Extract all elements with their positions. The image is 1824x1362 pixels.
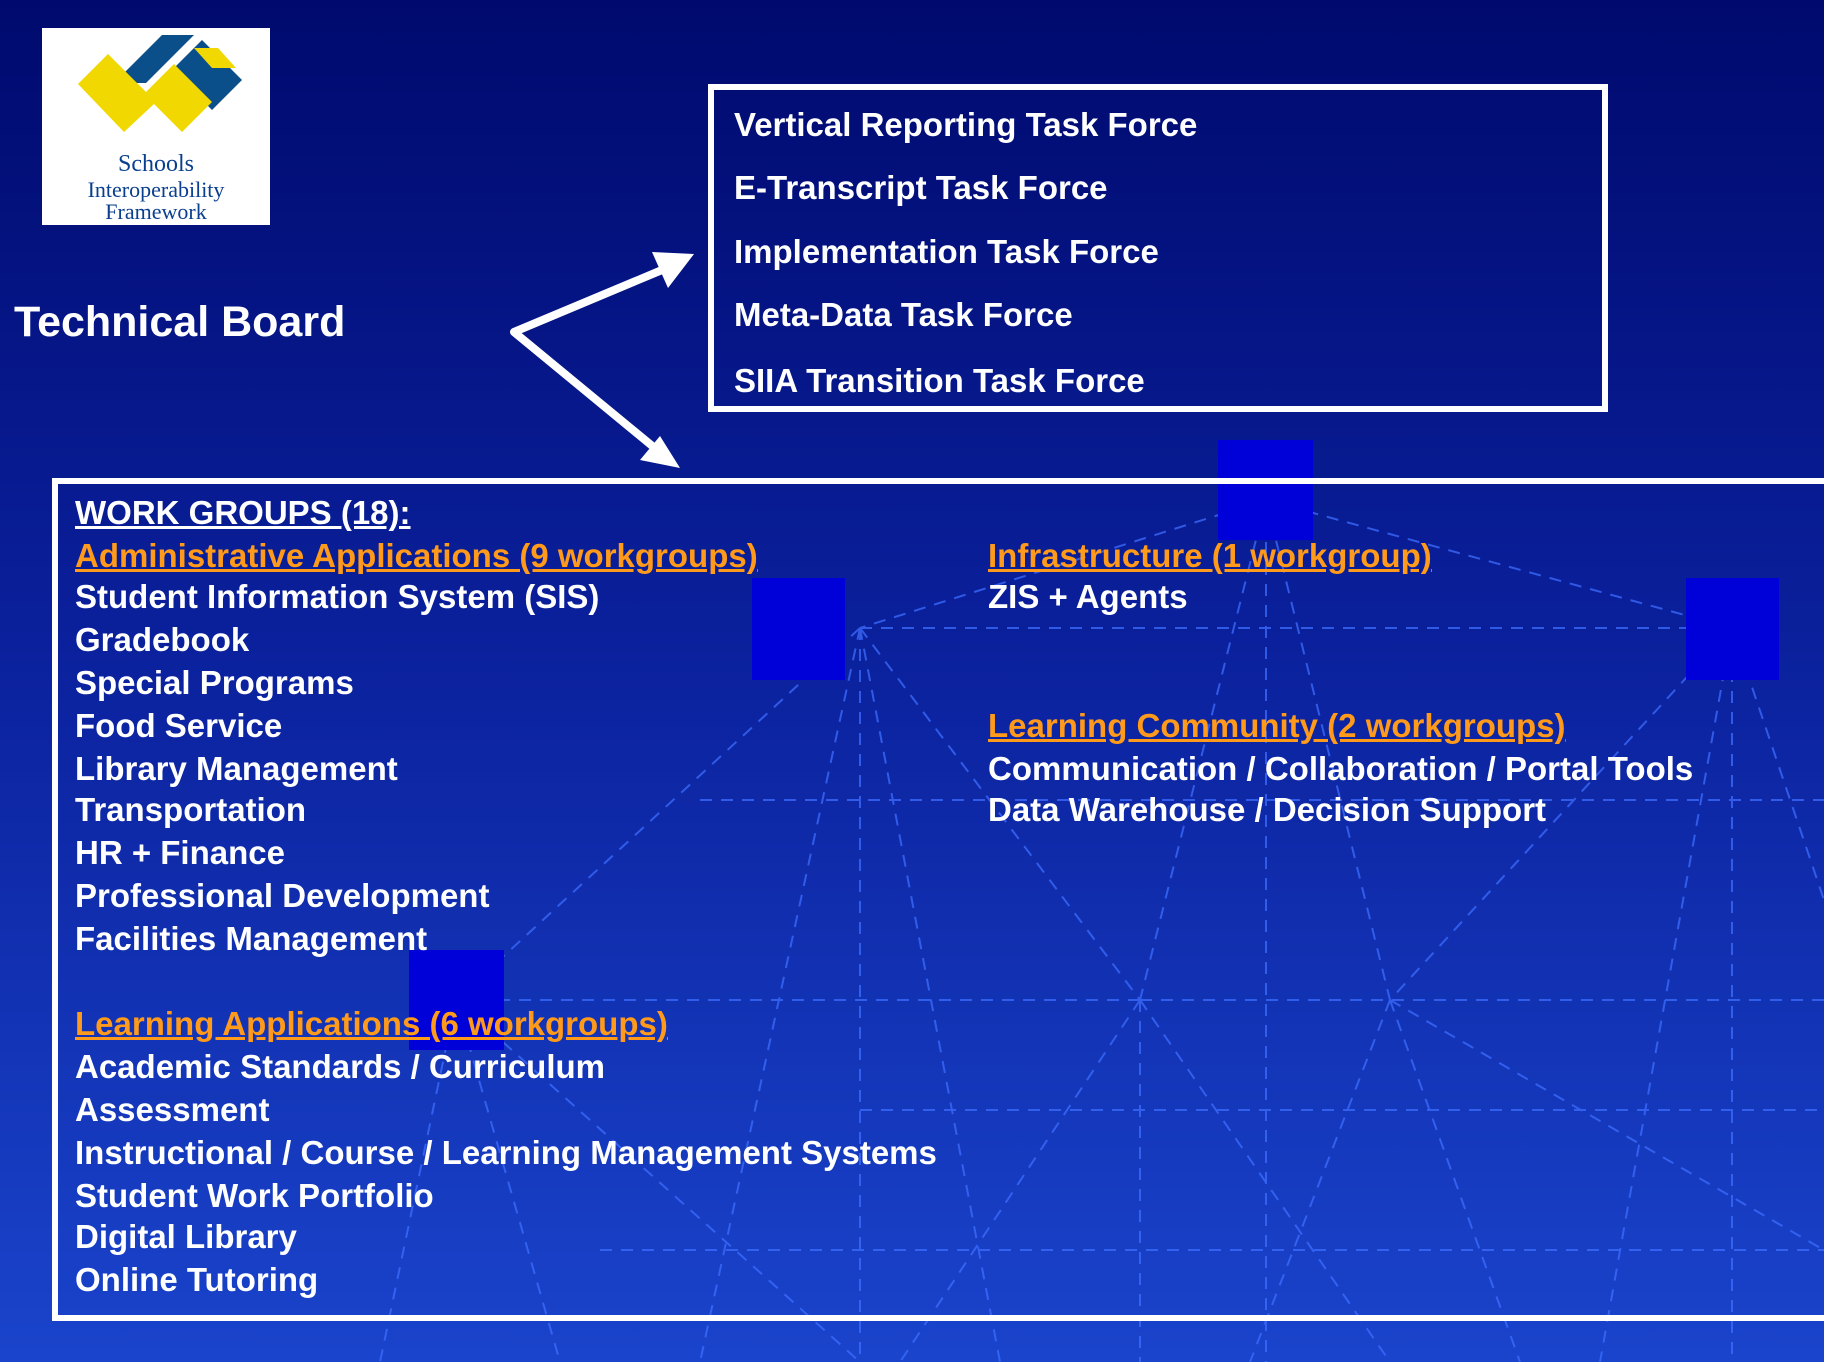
logo-text-framework: Framework bbox=[105, 199, 207, 224]
node-square bbox=[752, 578, 845, 680]
workgroup-item: Data Warehouse / Decision Support bbox=[988, 791, 1547, 828]
sif-logo: Schools Interoperability Framework bbox=[42, 28, 270, 225]
workgroup-item: Academic Standards / Curriculum bbox=[75, 1048, 605, 1085]
task-force-item: Vertical Reporting Task Force bbox=[734, 106, 1198, 143]
workgroup-item: Professional Development bbox=[75, 877, 490, 914]
node-square bbox=[1686, 578, 1779, 680]
node-square bbox=[409, 950, 504, 1050]
logo-text-interoperability: Interoperability bbox=[87, 177, 225, 202]
workgroup-item: Digital Library bbox=[75, 1218, 297, 1255]
technical-board-label: Technical Board bbox=[14, 298, 346, 346]
task-force-item: Implementation Task Force bbox=[734, 233, 1159, 270]
workgroup-item: Student Work Portfolio bbox=[75, 1177, 434, 1214]
workgroup-item: Transportation bbox=[75, 791, 307, 828]
workgroup-item: Food Service bbox=[75, 707, 283, 744]
workgroup-item: ZIS + Agents bbox=[988, 578, 1188, 615]
workgroup-item: Facilities Management bbox=[75, 920, 428, 957]
task-force-item: SIIA Transition Task Force bbox=[734, 362, 1145, 399]
learning-applications-heading: Learning Applications (6 workgroups) bbox=[75, 1005, 668, 1042]
workgroup-item: Instructional / Course / Learning Manage… bbox=[75, 1134, 937, 1171]
workgroup-item: Student Information System (SIS) bbox=[75, 578, 600, 615]
logo-text-schools: Schools bbox=[117, 151, 194, 177]
learning-community-heading: Learning Community (2 workgroups) bbox=[988, 707, 1566, 744]
workgroup-item: HR + Finance bbox=[75, 834, 285, 871]
work-groups-header: WORK GROUPS (18): bbox=[75, 494, 411, 531]
workgroup-item: Gradebook bbox=[75, 621, 250, 658]
infrastructure-heading: Infrastructure (1 workgroup) bbox=[988, 537, 1432, 574]
node-square bbox=[1218, 440, 1313, 540]
logo-mark-icon bbox=[78, 35, 242, 132]
task-force-item: Meta-Data Task Force bbox=[734, 296, 1073, 333]
workgroup-item: Assessment bbox=[75, 1091, 270, 1128]
work-groups-box bbox=[52, 478, 1824, 1321]
task-force-item: E-Transcript Task Force bbox=[734, 169, 1108, 206]
workgroup-item: Special Programs bbox=[75, 664, 354, 701]
workgroup-item: Online Tutoring bbox=[75, 1261, 319, 1298]
administrative-applications-heading: Administrative Applications (9 workgroup… bbox=[75, 537, 758, 574]
workgroup-item: Library Management bbox=[75, 750, 398, 787]
task-force-box: Vertical Reporting Task Force E-Transcri… bbox=[708, 84, 1608, 412]
workgroup-item: Communication / Collaboration / Portal T… bbox=[988, 750, 1694, 787]
